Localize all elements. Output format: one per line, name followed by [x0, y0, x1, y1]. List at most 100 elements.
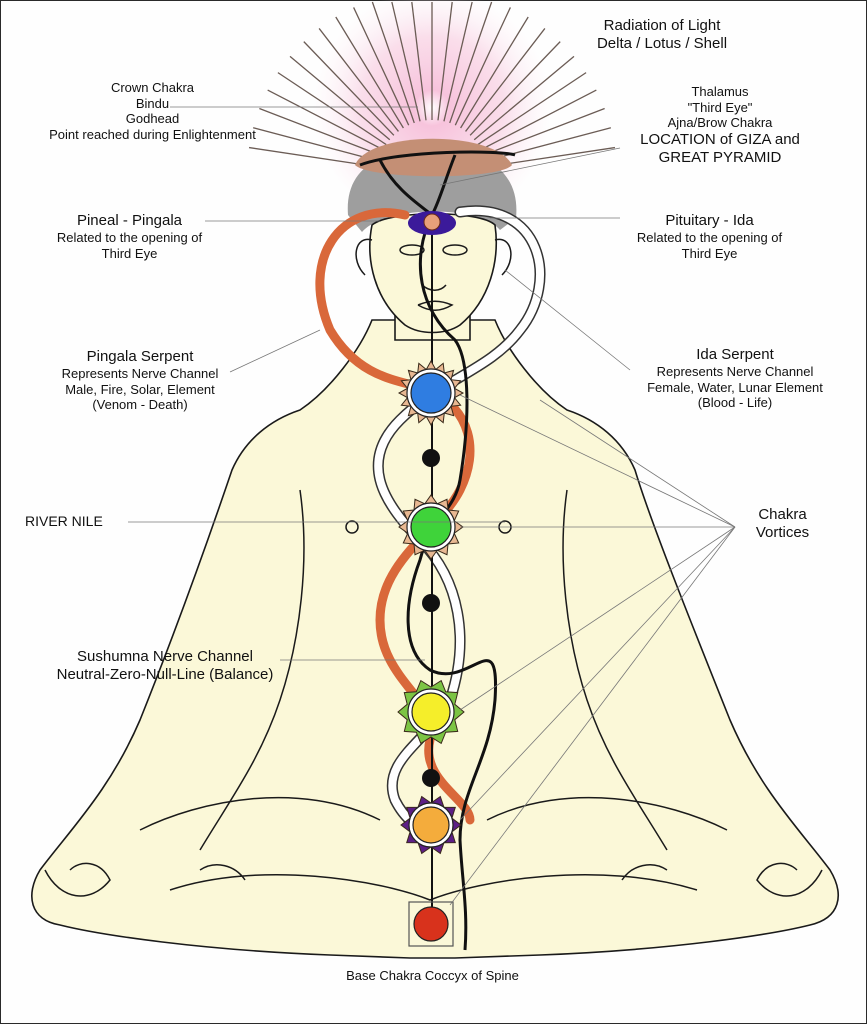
label-chakra-vortices: Chakra Vortices [735, 506, 830, 542]
label-line: Represents Nerve Channel [656, 364, 814, 379]
label-line: Pingala Serpent [86, 348, 194, 365]
light-ray [259, 107, 381, 156]
junction-dot [422, 449, 440, 467]
light-ray [473, 55, 575, 141]
label-line: Godhead [125, 111, 180, 127]
label-line: Represents Nerve Channel [61, 366, 219, 381]
label-line: Related to the opening of [636, 230, 783, 245]
label-thalamus: Thalamus "Third Eye" Ajna/Brow Chakra LO… [620, 84, 820, 167]
label-line: Base Chakra Coccyx of Spine [346, 968, 519, 983]
label-radiation-of-light: Radiation of Light Delta / Lotus / Shell [572, 17, 752, 53]
light-ray [437, 1, 453, 121]
junction-dot [422, 769, 440, 787]
leader-lines [128, 106, 736, 906]
label-line: Related to the opening of [56, 230, 203, 245]
label-line: Vortices [755, 524, 810, 541]
light-ray [318, 28, 399, 132]
light-ray [460, 16, 529, 129]
left-nipple [345, 520, 359, 534]
label-crown-chakra: Crown Chakra Bindu Godhead Point reached… [20, 80, 285, 142]
right-thigh-line [486, 796, 728, 831]
light-rays [248, 1, 616, 168]
left-eye [399, 244, 425, 256]
label-pituitary-ida: Pituitary - Ida Related to the opening o… [612, 212, 807, 261]
chakra-core [411, 692, 451, 732]
light-ray [353, 7, 410, 126]
face [369, 212, 498, 334]
label-line: Female, Water, Lunar Element [647, 379, 823, 395]
light-ray [480, 89, 597, 151]
left-foot [199, 864, 246, 881]
junction-dot [422, 594, 440, 612]
label-base-chakra: Base Chakra Coccyx of Spine [320, 968, 545, 984]
light-ray [371, 1, 415, 124]
light-ray [485, 127, 612, 162]
light-ray [267, 89, 384, 151]
light-ray [289, 55, 391, 141]
shin-line [169, 873, 698, 901]
brain-dome [355, 138, 512, 177]
river-nile-line [359, 150, 516, 951]
label-line: Sushumna Nerve Channel [77, 648, 253, 665]
label-line: Chakra [758, 506, 807, 523]
label-line: Ajna/Brow Chakra [667, 115, 773, 131]
left-ear [355, 238, 373, 276]
label-sushumna: Sushumna Nerve Channel Neutral-Zero-Null… [25, 648, 305, 684]
right-ear [494, 238, 512, 276]
light-ray [391, 1, 421, 122]
label-line: Male, Fire, Solar, Element [65, 381, 215, 397]
light-ray [454, 7, 511, 126]
right-hand [756, 862, 823, 897]
label-line: Pituitary - Ida [665, 212, 754, 229]
light-ray [252, 127, 379, 162]
light-ray [335, 16, 404, 129]
label-line: (Blood - Life) [697, 395, 773, 411]
chakra-heart [398, 494, 464, 560]
label-ida-serpent: Ida Serpent Represents Nerve Channel Fem… [630, 346, 840, 411]
chakra-throat [397, 359, 465, 427]
chakra-group [397, 359, 465, 942]
label-line: Neutral-Zero-Null-Line (Balance) [56, 666, 274, 683]
label-line: Pineal - Pingala [76, 212, 183, 229]
light-ray [443, 1, 473, 122]
right-arm-line [562, 489, 668, 851]
light-ray [465, 28, 546, 132]
right-eye [442, 244, 468, 256]
light-ray [469, 41, 561, 136]
label-river-nile: RIVER NILE [25, 513, 103, 530]
label-line: (Venom - Death) [92, 397, 188, 413]
label-line: Thalamus [691, 84, 749, 99]
right-foot [621, 864, 668, 881]
label-line: "Third Eye" [687, 99, 753, 115]
chakra-sacral [400, 795, 462, 855]
label-line: GREAT PYRAMID [658, 148, 782, 166]
label-pineal-pingala: Pineal - Pingala Related to the opening … [42, 212, 217, 261]
light-ray [449, 1, 493, 124]
left-hand [44, 862, 111, 897]
label-line: Bindu [135, 95, 170, 111]
label-line: Ida Serpent [696, 346, 774, 363]
label-line: Delta / Lotus / Shell [596, 35, 728, 52]
chakra-core [410, 372, 452, 414]
label-line: Third Eye [101, 245, 158, 261]
third-eye-core [423, 213, 441, 231]
root-chakra-frame [408, 901, 454, 947]
light-ray [277, 72, 387, 146]
label-pingala-serpent: Pingala Serpent Represents Nerve Channel… [40, 348, 240, 413]
light-ray [411, 1, 427, 121]
label-line: Radiation of Light [603, 17, 721, 34]
chakra-solar-plexus [397, 679, 465, 745]
chakra-core [412, 806, 450, 844]
light-ray [477, 72, 587, 146]
label-line: Crown Chakra [110, 80, 195, 95]
chakra-root [413, 906, 449, 942]
left-arm-line [199, 489, 305, 851]
label-line: Third Eye [681, 245, 738, 261]
light-ray [483, 107, 605, 156]
label-line: Point reached during Enlightenment [49, 126, 256, 142]
left-thigh-line [139, 796, 381, 831]
chakra-core [410, 506, 452, 548]
ida-serpent-fill [374, 206, 544, 834]
label-line: LOCATION of GIZA and [640, 130, 800, 148]
